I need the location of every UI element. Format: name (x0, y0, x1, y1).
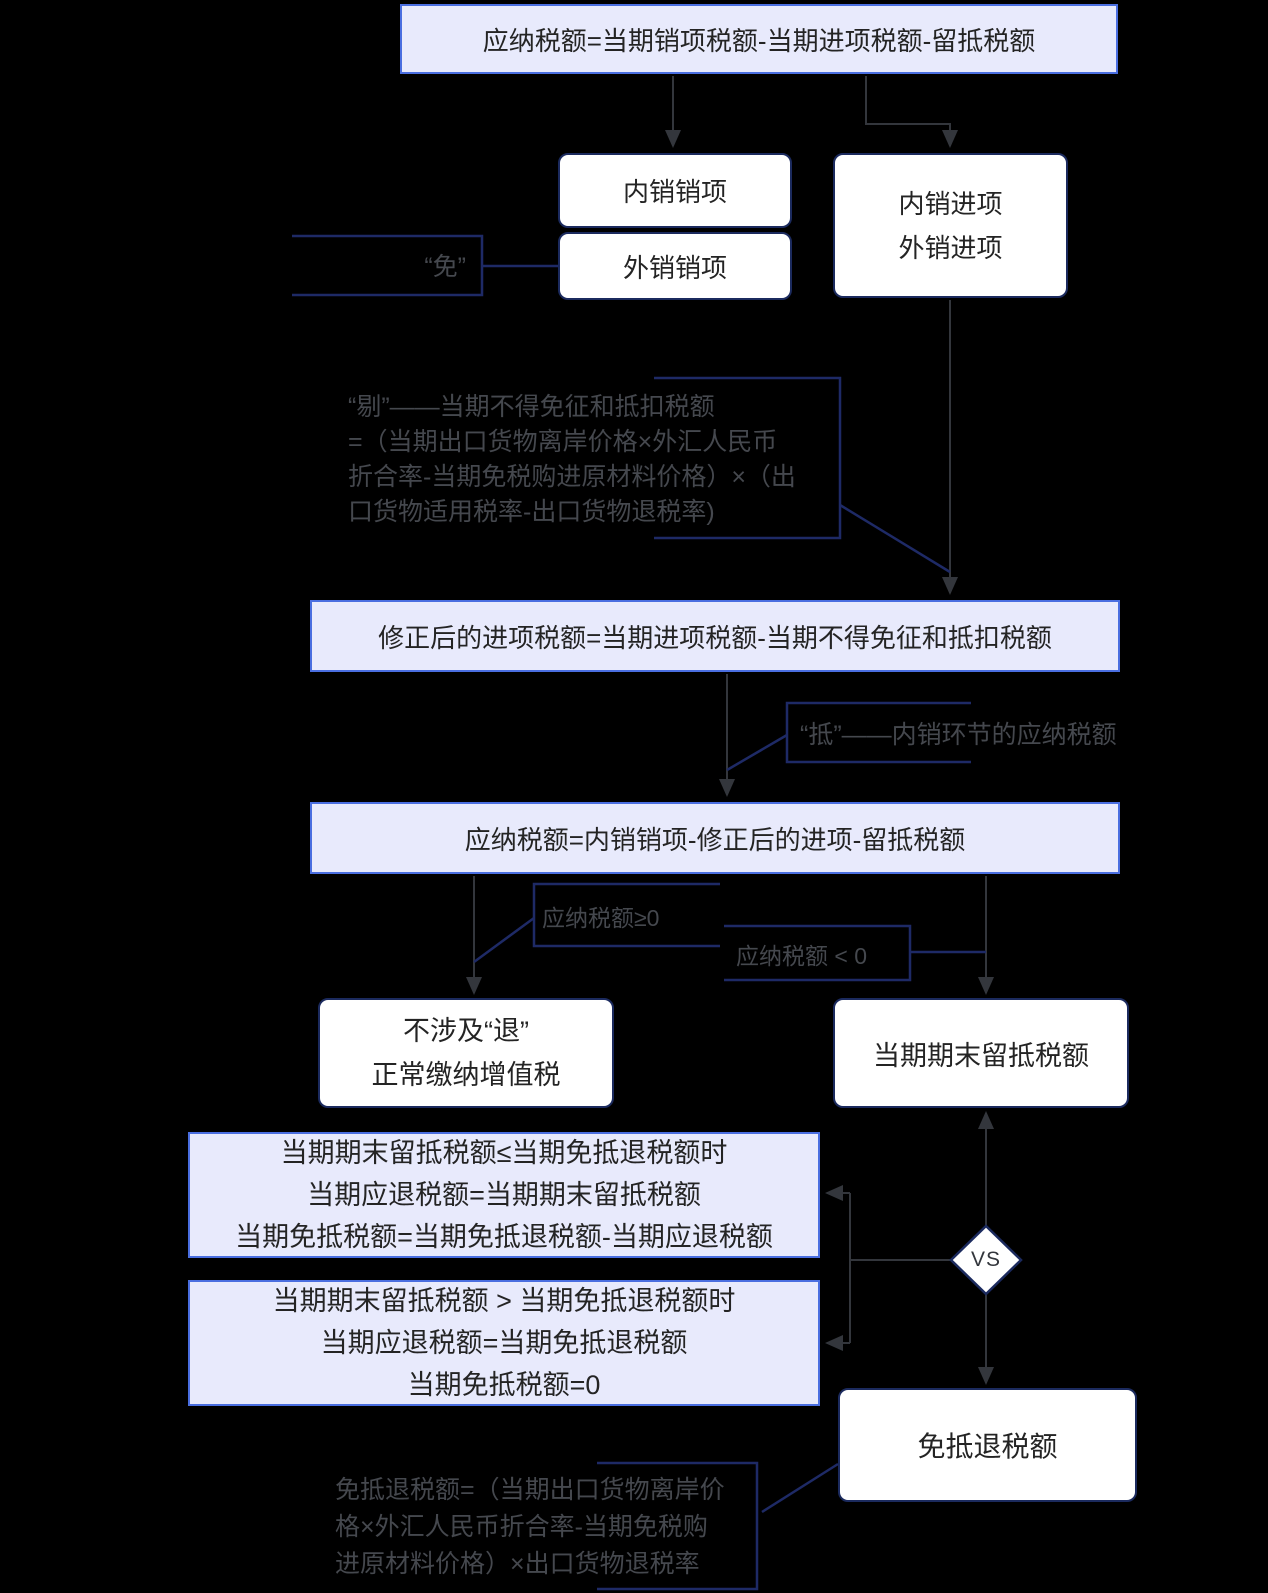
corrected-input-box: 修正后的进项税额=当期进项税额-当期不得免征和抵扣税额 (310, 600, 1120, 672)
input-tax-box: 内销进项 外销进项 (833, 153, 1068, 298)
ge-zero-condition-label: 应纳税额≥0 (542, 905, 660, 931)
vs-diamond (949, 1224, 1023, 1296)
refund-formula-note: 免抵退税额=（当期出口货物离岸价 格×外汇人民币折合率-当期免税购 进原材料价格… (335, 1476, 725, 1578)
lt-zero-condition-label: 应纳税额 < 0 (736, 943, 868, 969)
case-le-box: 当期期末留抵税额≤当期免抵退税额时 当期应退税额=当期期末留抵税额 当期免抵税额… (188, 1132, 820, 1258)
top-formula-box: 应纳税额=当期销项税额-当期进项税额-留抵税额 (400, 4, 1118, 74)
di-offset-note: “抵”——内销环节的应纳税额 (800, 721, 1117, 749)
domestic-payable-box: 应纳税额=内销销项-修正后的进项-留抵税额 (310, 802, 1120, 874)
inner-sales-box: 内销销项 (558, 153, 792, 228)
export-sales-box: 外销销项 (558, 232, 792, 300)
period-end-credit-box: 当期期末留抵税额 (833, 998, 1129, 1108)
no-refund-box: 不涉及“退” 正常缴纳增值税 (318, 998, 614, 1108)
refund-amount-box: 免抵退税额 (838, 1388, 1137, 1502)
mian-exempt-label: “免” (424, 253, 466, 281)
case-gt-box: 当期期末留抵税额 > 当期免抵退税额时 当期应退税额=当期免抵退税额 当期免抵税… (188, 1280, 820, 1406)
vs-label: VS (970, 1248, 1001, 1271)
ti-deduct-note: “剔”——当期不得免征和抵扣税额 =（当期出口货物离岸价格×外汇人民币 折合率-… (348, 393, 796, 526)
